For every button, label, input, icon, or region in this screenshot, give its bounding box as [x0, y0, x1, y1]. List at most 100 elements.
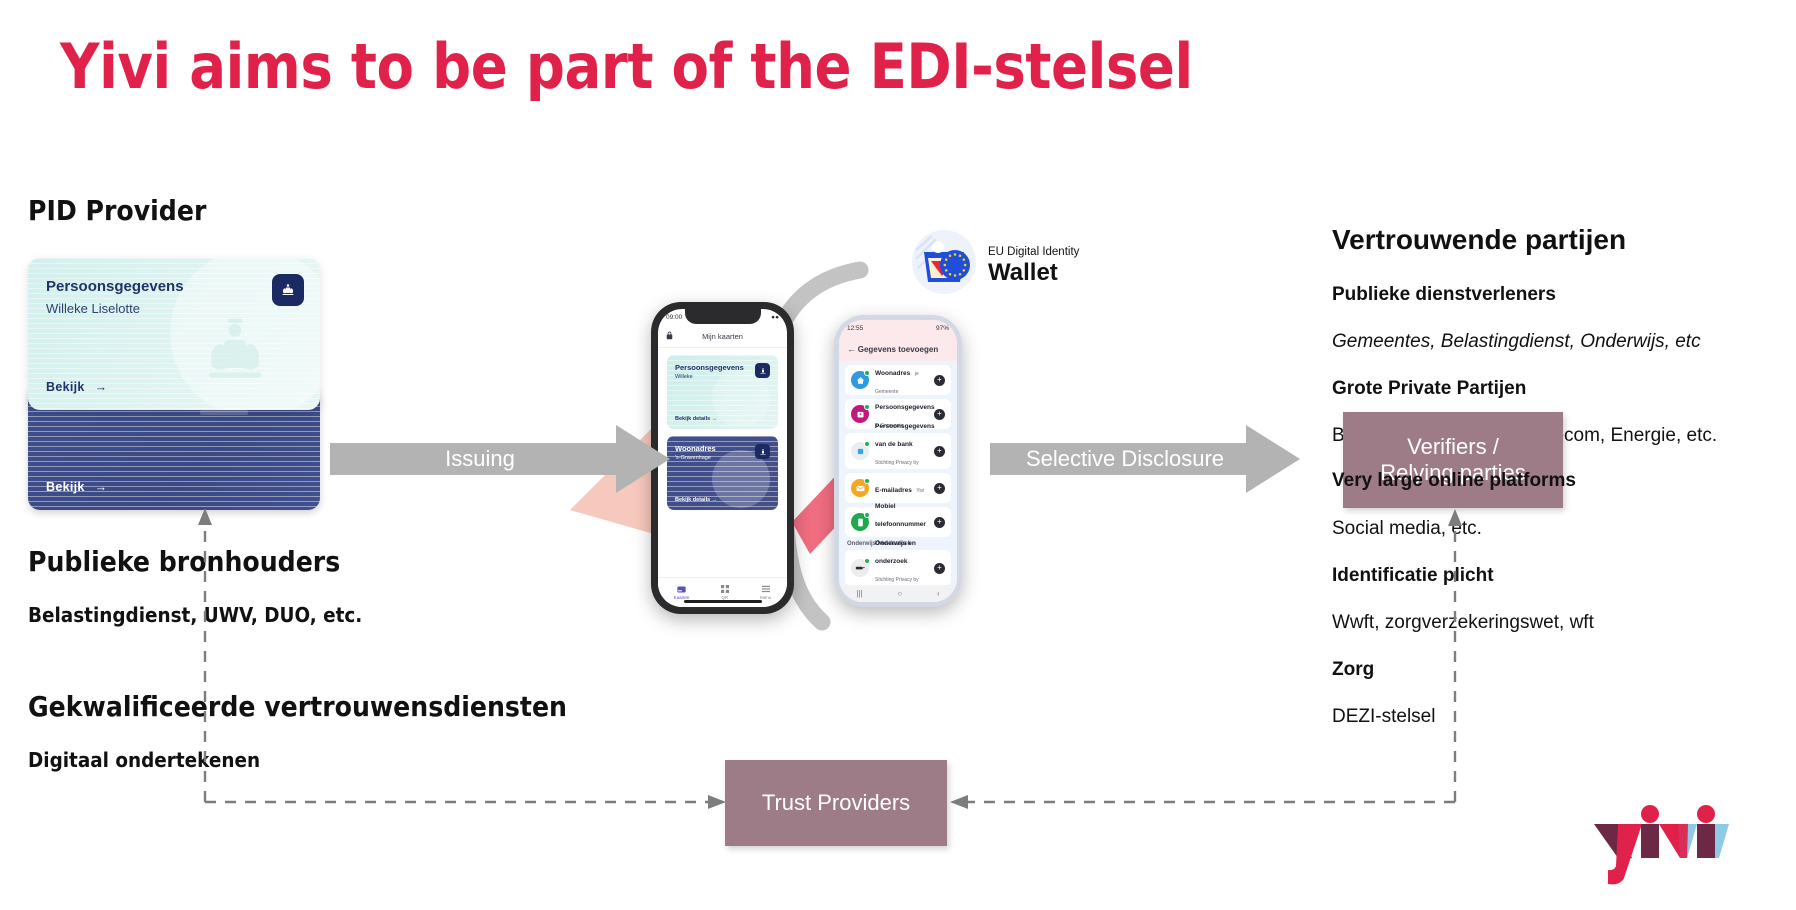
list-item-text: Woonadres je Gemeente	[875, 362, 928, 398]
home-circle-icon[interactable]: ○	[897, 589, 903, 598]
mini-card-subtitle: Willeke	[675, 374, 693, 380]
right-entry-identificatie-plicht: Identificatie plicht	[1332, 565, 1494, 586]
list-item[interactable]: Mobiel telefoonnummer Yivi +	[845, 503, 951, 546]
list-item-title: Persoonsgegevens	[875, 404, 935, 411]
nl-badge-icon-small-dark	[755, 444, 770, 459]
android-nav-bar: ||| ○ ‹	[839, 585, 957, 602]
mini-card-subtitle-dark: 's-Gravenhage	[675, 455, 711, 461]
phone-add-data: 12:55 97% ← Gegevens toevoegen Woonadres…	[834, 315, 962, 607]
pid-back-link-label: Bekijk	[46, 480, 85, 494]
list-item-title: Persoonsgegevens van de bank	[875, 423, 935, 448]
status-time: 09:00	[666, 314, 683, 321]
status-battery-two: 97%	[935, 325, 949, 332]
wallet-card-persoonsgegevens[interactable]: Persoonsgegevens Willeke Bekijk details …	[667, 355, 778, 429]
yivi-logo	[1594, 805, 1729, 885]
email-icon	[851, 478, 870, 497]
right-entry-publieke-dienstverleners: Publieke dienstverleners	[1332, 284, 1556, 305]
gekwalificeerde-detail: Digitaal ondertekenen	[28, 748, 261, 772]
mini-card-title-dark: Woonadres	[675, 444, 716, 453]
add-icon[interactable]: +	[934, 562, 945, 574]
pid-provider-heading: PID Provider	[28, 194, 207, 227]
arrow-right-icon-front: →	[94, 380, 108, 394]
gekwalificeerde-heading: Gekwalificeerde vertrouwensdiensten	[28, 690, 568, 723]
home-indicator	[683, 600, 762, 603]
wallet-logo-line1: EU Digital Identity	[988, 246, 1080, 258]
status-time-two: 12:55	[847, 325, 864, 332]
person-card-icon	[851, 404, 870, 423]
list-item[interactable]: Woonadres je Gemeente +	[845, 365, 951, 395]
nl-badge-icon-small	[755, 363, 770, 378]
eu-digital-identity-wallet-logo: EU Digital Identity Wallet	[912, 230, 1080, 294]
right-entry-grote-private-partijen: Grote Private Partijen	[1332, 378, 1527, 399]
mini-card-title: Persoonsgegevens	[675, 363, 744, 372]
qr-icon	[720, 585, 729, 593]
list-item[interactable]: E-mailadres Yivi +	[845, 473, 951, 503]
wallet-card-woonadres[interactable]: Woonadres 's-Gravenhage Bekijk details →	[667, 436, 778, 510]
nl-government-badge-icon	[272, 274, 304, 306]
verifiers-box-text: Verifiers / Relying parties	[1380, 434, 1526, 486]
list-item-text: Persoonsgegevens je Gemeente	[875, 396, 935, 432]
nav-label-qr: QR	[721, 595, 729, 600]
list-item-subtitle: je Gemeente	[875, 423, 904, 429]
list-item-title: Woonadres	[875, 370, 911, 377]
list-item-title: Mobiel telefoonnummer	[875, 503, 926, 528]
verifiers-relying-parties-box: Verifiers / Relying parties	[1343, 412, 1563, 508]
nav-label-kaarten: Kaarten	[673, 594, 690, 600]
page-title: Yivi aims to be part of the EDI-stelsel	[60, 30, 1193, 103]
back-arrow-icon[interactable]: ←	[847, 344, 856, 354]
back-chevron-icon[interactable]: ‹	[936, 589, 940, 598]
status-icons: ●●	[771, 314, 779, 321]
verified-dot	[864, 558, 870, 564]
bank-icon	[851, 441, 870, 460]
add-icon[interactable]: +	[934, 408, 945, 420]
issuing-arrow-label: Issuing	[445, 446, 515, 471]
wallet-logo-line2: Wallet	[988, 259, 1058, 286]
phone-one-statusbar: 09:00 ●●	[658, 309, 787, 326]
right-entry-wwft: Wwft, zorgverzekeringswet, wft	[1332, 612, 1594, 633]
nav-label-menu: Menu	[760, 595, 772, 600]
nav-item-qr[interactable]: QR	[720, 585, 729, 600]
list-item-text: E-mailadres Yivi	[875, 479, 928, 497]
verified-dot	[864, 370, 870, 376]
right-entry-zorg: Zorg	[1332, 659, 1375, 680]
list-item-text: Mobiel telefoonnummer Yivi	[875, 495, 928, 549]
pid-card-title: Persoonsgegevens	[46, 278, 184, 295]
mini-card-link-dark[interactable]: Bekijk details →	[675, 497, 718, 503]
lock-icon	[666, 331, 673, 342]
add-icon[interactable]: +	[934, 516, 945, 528]
disclosure-arrow-label: Selective Disclosure	[1025, 446, 1225, 471]
education-icon	[851, 558, 870, 577]
disclosure-arrow-label-wrap: Selective Disclosure	[990, 425, 1260, 493]
phone-one-title: Mijn kaarten	[702, 332, 743, 341]
pid-card-back-link[interactable]: Bekijk →	[46, 480, 107, 494]
arrow-right-icon: →	[94, 480, 108, 494]
verifiers-line2: Relying parties	[1380, 460, 1526, 485]
publieke-bronhouders-heading: Publieke bronhouders	[28, 545, 341, 578]
pid-card-front-link[interactable]: Bekijk→	[46, 380, 107, 394]
verified-dot	[864, 478, 870, 484]
add-icon[interactable]: +	[934, 482, 945, 494]
trust-providers-label: Trust Providers	[761, 790, 911, 816]
home-icon	[851, 370, 870, 389]
right-entry-dezi-stelsel: DEZI-stelsel	[1332, 706, 1436, 727]
add-icon[interactable]: +	[934, 445, 945, 457]
mini-card-link[interactable]: Bekijk details →	[675, 416, 718, 422]
list-item-title: Onderwijs en onderzoek	[875, 540, 916, 565]
phone-notch	[684, 309, 761, 324]
list-item[interactable]: Persoonsgegevens je Gemeente +	[845, 399, 951, 429]
verifiers-line1: Verifiers /	[1407, 434, 1499, 460]
add-icon[interactable]: +	[934, 374, 945, 386]
publieke-bronhouders-detail: Belastingdienst, UWV, DUO, etc.	[28, 603, 363, 627]
phone-two-list: Woonadres je Gemeente + Persoonsgegevens…	[839, 361, 957, 602]
phone-two-screen: 12:55 97% ← Gegevens toevoegen Woonadres…	[839, 320, 957, 602]
recents-icon[interactable]: |||	[856, 589, 863, 598]
verified-dot	[864, 441, 870, 447]
right-entry-very-large-platforms: Very large online platforms	[1332, 470, 1576, 491]
vertrouwende-partijen-heading: Vertrouwende partijen	[1332, 224, 1627, 255]
verified-dot	[864, 404, 870, 410]
nav-item-kaarten[interactable]: Kaarten	[673, 586, 690, 600]
nav-item-menu[interactable]: Menu	[760, 585, 771, 600]
list-item[interactable]: Onderwijs en onderzoek Stichting Privacy…	[845, 540, 951, 601]
list-item[interactable]: Persoonsgegevens van de bank Stichting P…	[845, 423, 951, 484]
mobile-phone-icon	[851, 512, 870, 531]
